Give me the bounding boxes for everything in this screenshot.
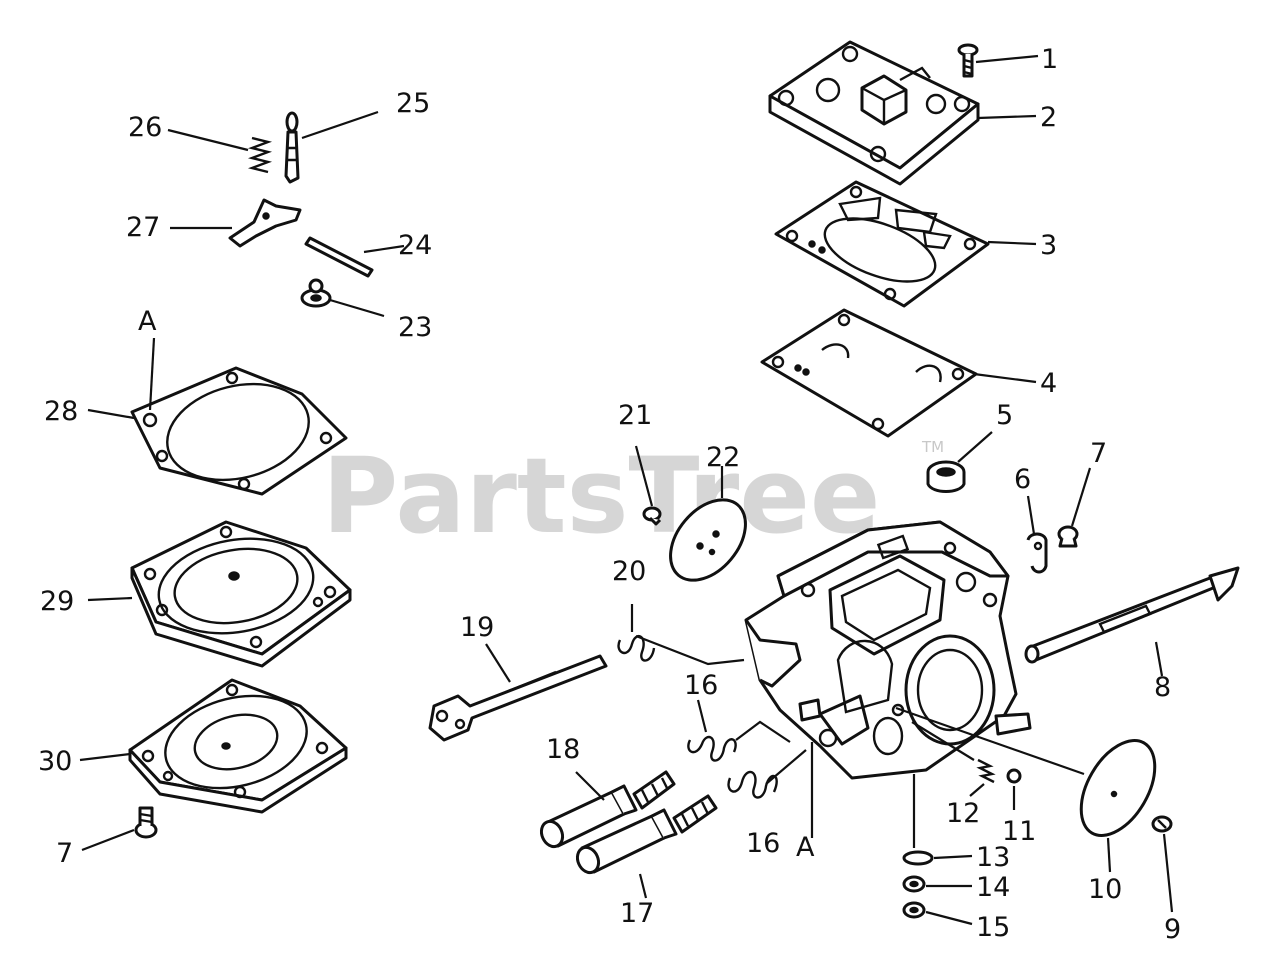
part-1-screw bbox=[957, 43, 979, 78]
callout-15: 15 bbox=[976, 912, 1010, 943]
callout-8: 8 bbox=[1154, 672, 1171, 703]
part-19-lever-shaft bbox=[428, 654, 608, 742]
part-26-spring bbox=[247, 136, 273, 174]
callout-4: 4 bbox=[1040, 368, 1057, 399]
callout-3: 3 bbox=[1040, 230, 1057, 261]
part-7-screw-lower bbox=[134, 806, 158, 839]
leader-lines bbox=[79, 54, 1174, 926]
callout-16-lower: 16 bbox=[746, 828, 780, 859]
callout-25: 25 bbox=[396, 88, 430, 119]
part-27-lever bbox=[228, 198, 302, 248]
part-30-diaphragm bbox=[128, 678, 348, 814]
reference-a-upper: A bbox=[138, 306, 157, 337]
part-16-spring-upper bbox=[687, 735, 737, 762]
callout-28: 28 bbox=[44, 396, 78, 427]
callout-20: 20 bbox=[612, 556, 646, 587]
callout-2: 2 bbox=[1040, 102, 1057, 133]
part-3-gasket bbox=[774, 180, 990, 308]
callout-11: 11 bbox=[1002, 816, 1036, 847]
callout-12: 12 bbox=[946, 798, 980, 829]
part-18-needle bbox=[539, 770, 676, 849]
part-7-screw-upper bbox=[1057, 525, 1079, 548]
part-15-washer bbox=[902, 901, 926, 919]
callout-14: 14 bbox=[976, 872, 1010, 903]
part-14-washer bbox=[902, 875, 926, 893]
watermark-trademark: TM bbox=[921, 438, 944, 456]
part-5-cup bbox=[926, 460, 966, 493]
part-23-fitting bbox=[300, 278, 332, 308]
callout-13: 13 bbox=[976, 842, 1010, 873]
part-6-clip bbox=[1026, 532, 1048, 574]
part-21-screw bbox=[642, 506, 662, 526]
callout-22: 22 bbox=[706, 442, 740, 473]
part-28-gasket bbox=[130, 366, 348, 496]
carburetor-body bbox=[744, 520, 1032, 780]
callout-16-upper: 16 bbox=[684, 670, 718, 701]
reference-a-lower: A bbox=[796, 832, 815, 863]
callout-6: 6 bbox=[1014, 464, 1031, 495]
part-9-screw bbox=[1151, 815, 1173, 833]
part-16-spring-lower bbox=[727, 770, 778, 799]
callout-29: 29 bbox=[40, 586, 74, 617]
callout-7-lower: 7 bbox=[56, 838, 73, 869]
part-12-spring bbox=[976, 758, 996, 784]
part-17-needle bbox=[575, 794, 718, 875]
part-10-throttle-plate bbox=[1079, 739, 1157, 837]
callout-26: 26 bbox=[128, 112, 162, 143]
part-11-ball bbox=[1006, 768, 1022, 784]
part-25-pin bbox=[284, 111, 300, 184]
callout-21: 21 bbox=[618, 400, 652, 431]
callout-27: 27 bbox=[126, 212, 160, 243]
callout-5: 5 bbox=[996, 400, 1013, 431]
watermark-brand: PartsTree bbox=[322, 435, 880, 557]
part-8-throttle-shaft bbox=[1024, 566, 1240, 664]
callout-24: 24 bbox=[398, 230, 432, 261]
part-4-plate bbox=[760, 308, 978, 438]
callout-19: 19 bbox=[460, 612, 494, 643]
callout-18: 18 bbox=[546, 734, 580, 765]
part-29-diaphragm bbox=[130, 520, 352, 668]
callout-10: 10 bbox=[1088, 874, 1122, 905]
callout-7-upper: 7 bbox=[1090, 438, 1107, 469]
callout-1: 1 bbox=[1041, 44, 1058, 75]
callout-23: 23 bbox=[398, 312, 432, 343]
part-24-pin bbox=[304, 236, 374, 278]
part-13-o-ring bbox=[902, 850, 934, 866]
callout-9: 9 bbox=[1164, 914, 1181, 945]
callout-labels: 1 2 3 4 5 6 7 8 9 10 11 12 13 14 15 16 1… bbox=[38, 44, 1181, 945]
callout-17: 17 bbox=[620, 898, 654, 929]
part-22-disc bbox=[669, 498, 747, 582]
callout-30: 30 bbox=[38, 746, 72, 777]
part-2-cover-plate bbox=[768, 40, 980, 186]
